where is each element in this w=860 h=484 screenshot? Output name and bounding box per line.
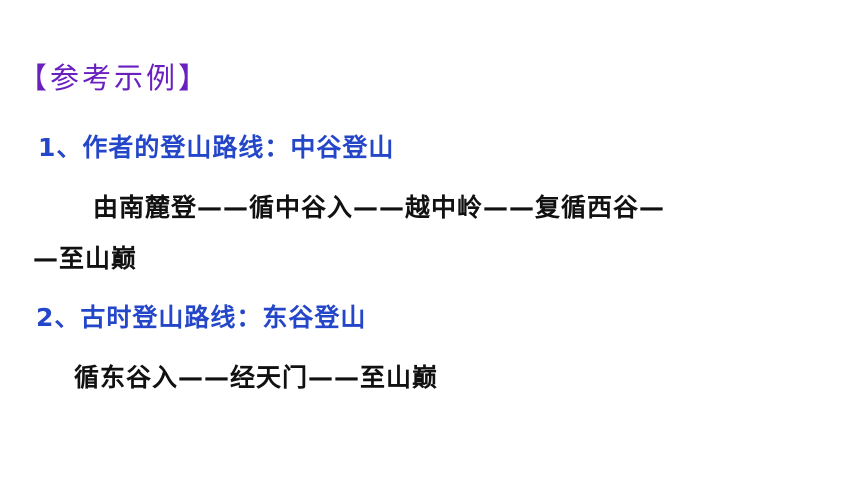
route-title-author: 1、作者的登山路线：中谷登山 xyxy=(38,133,395,162)
route-text-author-line2: —至山巅 xyxy=(33,244,138,273)
route-text-author-line1: 由南麓登——循中谷入——越中岭——复循西谷— xyxy=(93,193,666,222)
section-heading: 【参考示例】 xyxy=(18,61,211,95)
route-text-ancient: 循东谷入——经天门——至山巅 xyxy=(74,363,439,392)
route-title-ancient: 2、古时登山路线：东谷登山 xyxy=(36,303,367,332)
